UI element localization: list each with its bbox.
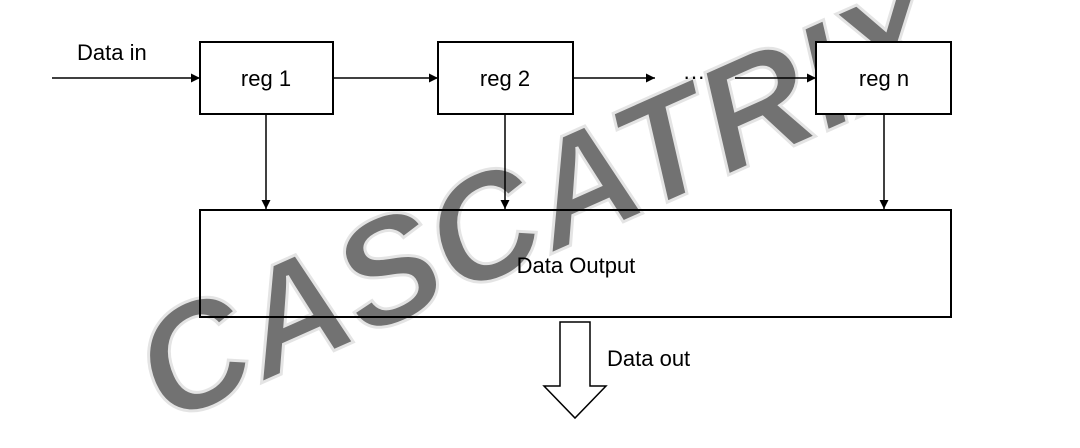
ellipsis: ···	[683, 64, 705, 89]
data-output-box	[199, 209, 952, 318]
register-label-1: reg 1	[241, 66, 291, 91]
data-out-label: Data out	[607, 346, 690, 371]
input-label: Data in	[77, 40, 147, 65]
data-out-arrow	[542, 321, 608, 420]
register-label-2: reg 2	[480, 66, 530, 91]
data-output-label: Data Output	[517, 253, 636, 278]
register-label-n: reg n	[859, 66, 909, 91]
